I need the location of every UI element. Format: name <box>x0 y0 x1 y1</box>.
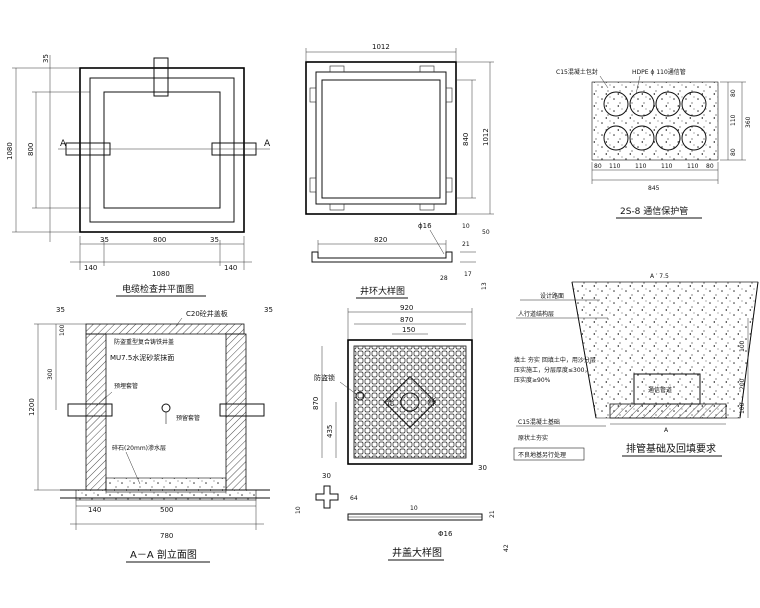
ring-dim-28: 28 <box>440 275 448 282</box>
ring-detail: 1012 840 1012 820 ϕ16 10 21 50 17 28 13 … <box>305 43 494 299</box>
ring-dim-50: 50 <box>482 229 490 236</box>
cover-dim-920: 920 <box>400 304 413 312</box>
ring-dim-inner-h: 840 <box>462 133 470 146</box>
ring-dim-13: 13 <box>481 282 488 290</box>
pipe-circles <box>603 91 707 151</box>
ring-dim-17: 17 <box>464 271 472 278</box>
protect-dim-b3: 110 <box>661 163 673 170</box>
section-label-pipe-in: 预埋套管 <box>114 382 138 390</box>
ring-dim-21: 21 <box>462 241 470 248</box>
cover-title: 井盖大样图 <box>392 546 442 559</box>
backfill-fill-label: 人行道结构层 <box>518 310 554 318</box>
cover-char-right: 纤 <box>428 397 436 407</box>
backfill-title: 排管基础及回填要求 <box>626 442 716 455</box>
ring-dim-bottom-w: 820 <box>374 236 387 244</box>
ring-dim-top: 1012 <box>372 43 390 51</box>
backfill-design-label: 设计路面 <box>540 292 564 300</box>
section-dim-bottom: 500 <box>160 506 173 514</box>
backfill-soil-label: 原状土夯实 <box>518 434 548 442</box>
plan-section-mark-right: A <box>264 139 271 149</box>
ring-phi: ϕ16 <box>418 222 432 230</box>
backfill-note3: 压实度≥90% <box>514 376 551 384</box>
plan-dim-edge-left: 140 <box>84 264 97 272</box>
cover-dim-10b: 10 <box>410 505 418 512</box>
backfill-pipe-label: 通信管道 <box>648 386 672 394</box>
plan-dim-height-total: 1080 <box>6 142 14 160</box>
cover-dim-h870: 870 <box>312 397 320 410</box>
backfill-note1: 填土 夯实 回填土中，用沙分层 <box>514 356 596 364</box>
ring-dim-10: 10 <box>462 223 470 230</box>
section-label-wall: MU7.5水泥砂浆抹面 <box>110 353 174 362</box>
backfill-bad-label: 不良地基另行处理 <box>518 451 566 459</box>
cover-detail: 光 纤 防盗锁 920 870 150 870 435 30 30 64 10 … <box>295 304 510 561</box>
plan-dim-top: 35 <box>42 54 50 63</box>
section-dim-tl: 35 <box>56 306 65 314</box>
cover-dim-10: 10 <box>295 506 302 514</box>
protect-title: 2S-8 通信保护管 <box>620 205 688 217</box>
section-dim-pipe: 300 <box>47 368 54 380</box>
section-dim-tr: 35 <box>264 306 273 314</box>
section-dim-height: 1200 <box>28 398 36 416</box>
backfill-dim-100: 100 <box>739 340 746 352</box>
plan-dim-bottom-mid: 800 <box>153 236 166 244</box>
protect-pipe-section: C15混凝土包封 HDPE ϕ 110通信管 80 110 110 110 11… <box>556 68 752 219</box>
protect-dim-total-right: 360 <box>745 116 752 128</box>
protect-label-concrete: C15混凝土包封 <box>556 68 598 76</box>
backfill-dim-100b: 100 <box>739 402 746 414</box>
protect-dim-r2: 80 <box>730 148 737 156</box>
cover-phi: Φ16 <box>438 530 453 538</box>
cover-dim-64: 64 <box>350 495 358 502</box>
backfill-a-top: A ′ 7.5 <box>650 273 669 280</box>
cover-dim-h435: 435 <box>326 425 334 438</box>
protect-label-pipe: HDPE ϕ 110通信管 <box>632 68 686 76</box>
plan-title: 电缆检查井平面图 <box>122 283 194 295</box>
protect-dim-r0: 80 <box>730 89 737 97</box>
section-label-pipe-out: 预留套管 <box>176 414 200 422</box>
section-title: A－A 剖立面图 <box>130 548 197 561</box>
section-dim-left: 140 <box>88 506 101 514</box>
section-dim-top: 100 <box>59 324 66 336</box>
plan-view: 35 1080 800 A A 35 800 35 140 1080 140 电… <box>6 54 271 297</box>
section-dim-total: 780 <box>160 532 173 540</box>
cover-dim-30: 30 <box>478 464 487 472</box>
plan-dim-bottom-right: 35 <box>210 236 219 244</box>
plan-section-mark-left: A <box>60 139 67 149</box>
protect-dim-b5: 80 <box>706 163 714 170</box>
ring-dim-total-h: 1012 <box>482 128 490 146</box>
plan-dim-bottom-left: 35 <box>100 236 109 244</box>
protect-dim-b0: 80 <box>594 163 602 170</box>
section-label-gravel: 碎石(20mm)渗水层 <box>112 444 166 452</box>
protect-dim-b4: 110 <box>687 163 699 170</box>
protect-dim-b1: 110 <box>609 163 621 170</box>
cover-dim-42: 42 <box>503 544 510 552</box>
backfill-conc-label: C15混凝土基础 <box>518 418 560 426</box>
ring-title: 井环大样图 <box>360 285 405 297</box>
backfill-a-bottom: A <box>664 427 669 434</box>
backfill-requirements: 通信管道 A ′ 7.5 设计路面 人行道结构层 填土 夯实 回填土中，用沙分层… <box>513 273 759 461</box>
cover-lock-label: 防盗锁 <box>314 373 335 382</box>
protect-dim-r1: 110 <box>730 114 737 126</box>
section-aa: C20砼井盖板 防盗重型复合铸铁井盖 MU7.5水泥砂浆抹面 预埋套管 预留套管… <box>28 306 273 563</box>
cover-dim-870: 870 <box>400 316 413 324</box>
plan-dim-edge-right: 140 <box>224 264 237 272</box>
plan-dim-total: 1080 <box>152 270 170 278</box>
cover-dim-21: 21 <box>489 510 496 518</box>
protect-dim-b2: 110 <box>635 163 647 170</box>
cover-dim-150: 150 <box>402 326 415 334</box>
protect-dim-total: 845 <box>648 185 660 192</box>
plan-dim-height-inner: 800 <box>27 143 35 156</box>
backfill-note2: 压实施工，分层厚度≤300， <box>514 366 590 374</box>
cover-char-left: 光 <box>386 397 394 407</box>
section-label-c20: C20砼井盖板 <box>186 309 228 318</box>
backfill-dim-200: 200 <box>739 378 746 390</box>
section-label-slab: 防盗重型复合铸铁井盖 <box>114 338 174 346</box>
cover-dim-30b: 30 <box>322 472 331 480</box>
